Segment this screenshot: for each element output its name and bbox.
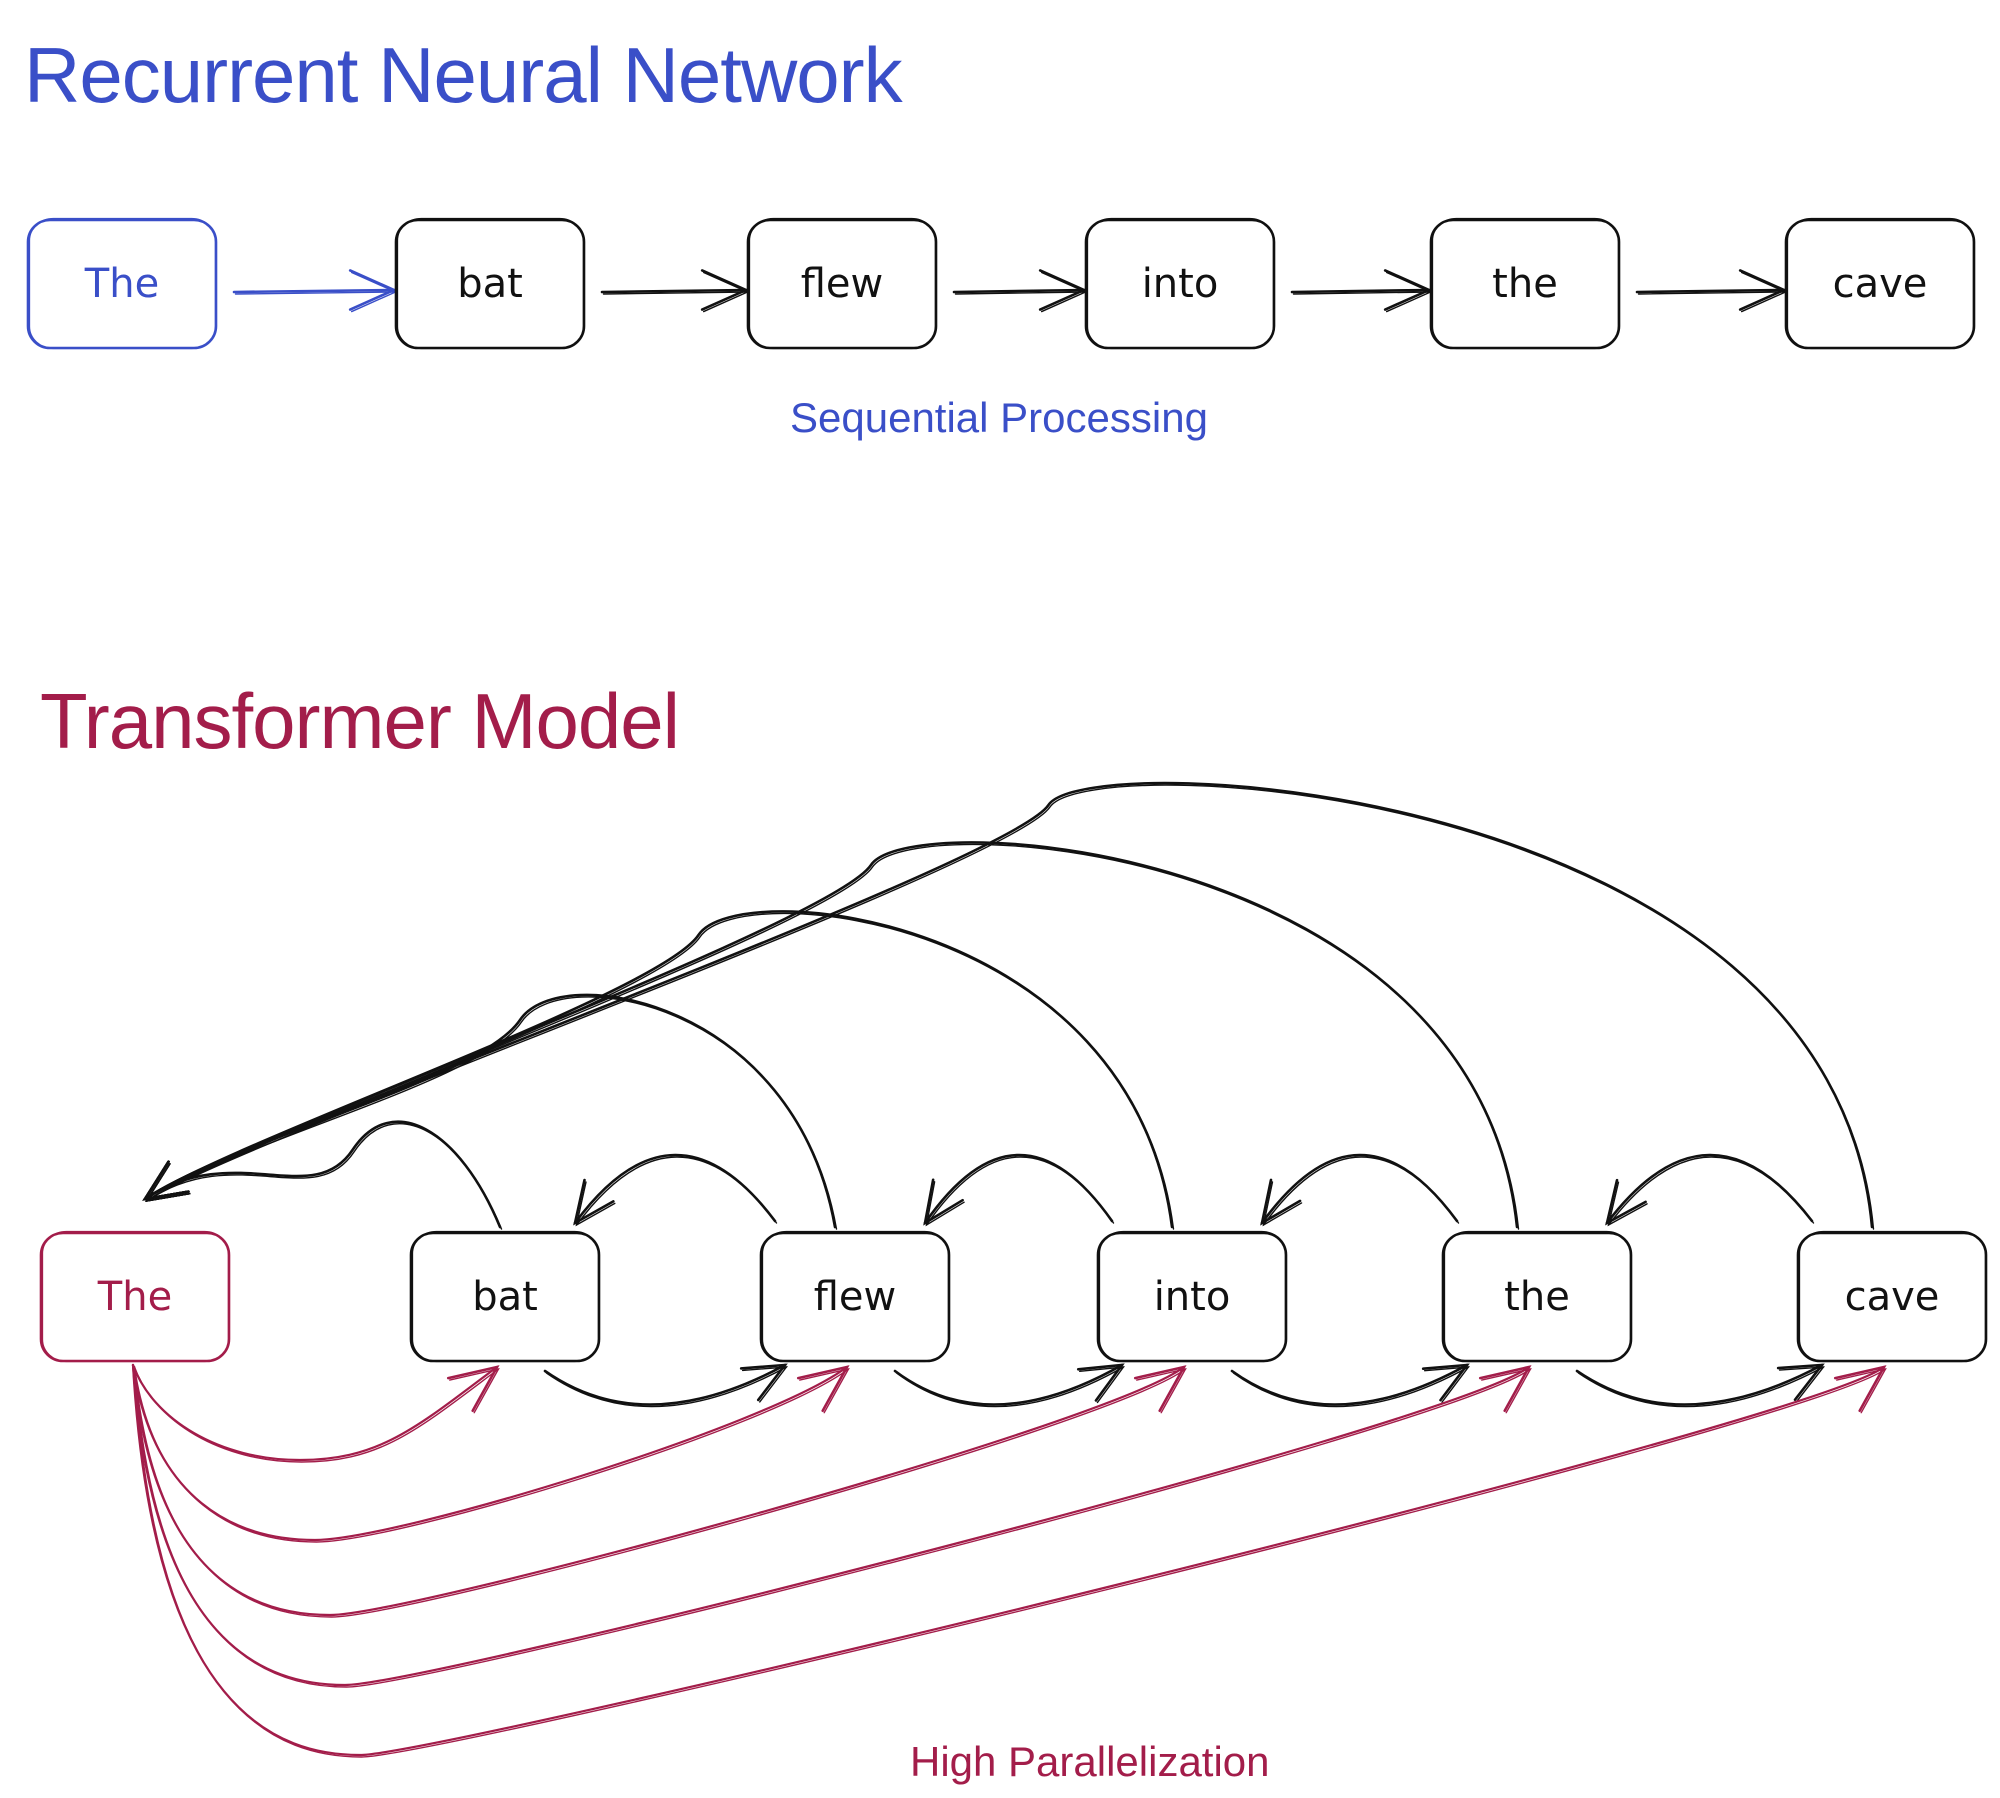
rnn-token-node[interactable]: into: [1084, 217, 1276, 350]
attention-arc-to-first: [142, 781, 1875, 1230]
arc-shaft: [543, 1363, 788, 1408]
node-label: cave: [1833, 261, 1928, 307]
arrow-head-icon: [1133, 1365, 1187, 1414]
node-label: flew: [814, 1274, 897, 1320]
arrow-head-icon: [1605, 1178, 1648, 1227]
node-label: bat: [472, 1274, 538, 1320]
arc-shaft: [143, 781, 1875, 1230]
arc-shaft: [573, 1153, 778, 1226]
arrow-head-icon: [1776, 1363, 1826, 1403]
rnn-arrow: [232, 269, 398, 313]
backward-neighbor-arc: [1605, 1153, 1815, 1227]
arc-shaft: [923, 1153, 1115, 1226]
transformer-caption: High Parallelization: [910, 1738, 1270, 1785]
edge-shaft: [131, 1363, 850, 1543]
arrow-head-icon: [1478, 1365, 1532, 1414]
transformer-token-node[interactable]: the: [1441, 1230, 1633, 1363]
rnn-arrow: [600, 269, 750, 313]
backward-neighbor-arc: [923, 1153, 1115, 1227]
arc-shaft: [893, 1363, 1125, 1408]
node-label: flew: [801, 261, 884, 307]
arrow-head-icon: [142, 1160, 191, 1202]
node-label: cave: [1845, 1274, 1940, 1320]
rnn-token-node[interactable]: cave: [1784, 217, 1976, 350]
attention-arc-to-first: [142, 910, 1175, 1230]
arrow-head-icon: [739, 1363, 789, 1403]
rnn-arrow: [952, 269, 1088, 313]
node-label: The: [97, 1274, 172, 1320]
arc-shaft: [1260, 1153, 1460, 1226]
transformer-edges: [131, 781, 1887, 1758]
arc-shaft: [1230, 1363, 1470, 1408]
arc-shaft: [143, 910, 1175, 1230]
node-label: into: [1154, 1274, 1231, 1320]
rnn-caption: Sequential Processing: [790, 394, 1208, 441]
attention-arc-to-first: [142, 1120, 503, 1230]
arc-shaft: [1575, 1363, 1825, 1408]
transformer-title: Transformer Model: [40, 677, 680, 765]
rnn-arrow: [1635, 269, 1788, 313]
arrow-shaft: [600, 288, 749, 295]
arc-shaft: [1605, 1153, 1815, 1226]
arc-shaft: [143, 993, 838, 1230]
arrow-head-icon: [1833, 1365, 1887, 1414]
node-label: the: [1492, 261, 1558, 307]
parallel-edge-from-first: [131, 1363, 1187, 1618]
rnn-token-node[interactable]: bat: [394, 217, 586, 350]
node-label: bat: [457, 261, 523, 307]
arrow-head-icon: [573, 1178, 616, 1227]
node-label: The: [84, 261, 159, 307]
backward-neighbor-arc: [573, 1153, 778, 1227]
arc-shaft: [143, 1120, 503, 1230]
rnn-nodes: The bat flew into the cave: [26, 217, 1976, 350]
attention-arc-to-first: [142, 993, 838, 1230]
transformer-token-node[interactable]: cave: [1796, 1230, 1988, 1363]
transformer-token-node[interactable]: The: [39, 1230, 231, 1363]
forward-neighbor-arc: [893, 1363, 1125, 1408]
rnn-edges: [232, 269, 1788, 313]
node-label: the: [1504, 1274, 1570, 1320]
arrow-shaft: [232, 288, 397, 295]
forward-neighbor-arc: [543, 1363, 789, 1408]
arrow-head-icon: [1260, 1178, 1303, 1227]
edge-shaft: [131, 1363, 1187, 1618]
arrow-head-icon: [1421, 1363, 1471, 1403]
transformer-token-node[interactable]: flew: [759, 1230, 951, 1363]
rnn-title: Recurrent Neural Network: [24, 31, 903, 119]
edge-shaft: [131, 1363, 500, 1463]
arrow-head-icon: [446, 1365, 500, 1414]
rnn-token-node[interactable]: The: [26, 217, 218, 350]
edge-shaft: [131, 1363, 1887, 1758]
transformer-token-node[interactable]: into: [1096, 1230, 1288, 1363]
arrow-head-icon: [796, 1365, 850, 1414]
parallel-edge-from-first: [131, 1363, 1887, 1758]
arrow-head-icon: [923, 1178, 965, 1227]
parallel-edge-from-first: [131, 1363, 850, 1543]
parallel-edge-from-first: [131, 1363, 1532, 1688]
rnn-token-node[interactable]: the: [1429, 217, 1621, 350]
rnn-arrow: [1290, 269, 1433, 313]
rnn-token-node[interactable]: flew: [746, 217, 938, 350]
arrow-shaft: [1290, 288, 1432, 295]
arrow-head-icon: [1076, 1363, 1125, 1404]
arrow-shaft: [952, 288, 1087, 295]
forward-neighbor-arc: [1575, 1363, 1826, 1408]
transformer-nodes: The bat flew into the cave: [39, 1230, 1988, 1363]
transformer-token-node[interactable]: bat: [409, 1230, 601, 1363]
node-label: into: [1142, 261, 1219, 307]
parallel-edge-from-first: [131, 1363, 500, 1463]
forward-neighbor-arc: [1230, 1363, 1471, 1408]
arrow-shaft: [1635, 288, 1787, 295]
backward-neighbor-arc: [1260, 1153, 1460, 1227]
edge-shaft: [131, 1363, 1532, 1688]
